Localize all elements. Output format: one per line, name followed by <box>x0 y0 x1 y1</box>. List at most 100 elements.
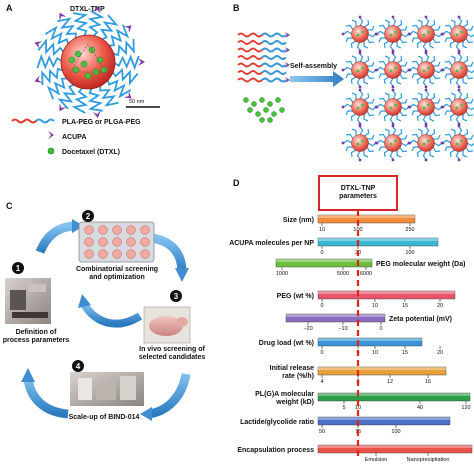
peg-chain <box>392 126 397 136</box>
drug-bead <box>80 60 88 68</box>
panel-a-title: DTXL-TNP <box>70 6 105 13</box>
peg-chain <box>444 146 453 152</box>
peg-chain <box>71 85 89 114</box>
parameter-range-bar <box>317 444 473 454</box>
parameter-bar-highlight <box>276 259 372 262</box>
acupa-ligand <box>358 122 362 126</box>
drug-bead <box>389 33 393 37</box>
tick-label: 5 <box>342 405 345 411</box>
acupa-ligand <box>341 141 345 145</box>
peg-chain <box>44 25 70 47</box>
tick-label: 0 <box>320 303 323 309</box>
peg-chain <box>444 110 453 116</box>
acupa-ligand <box>374 32 378 36</box>
tick-label: 20 <box>437 350 443 356</box>
drug-bead <box>247 107 253 113</box>
peg-chain <box>445 133 453 140</box>
parameter-bar-highlight <box>318 367 446 370</box>
parameter-row: 020100ACUPA molecules per NP <box>229 237 439 256</box>
peg-chain <box>411 37 420 43</box>
nanoparticle-core <box>351 25 369 43</box>
acupa-ligand <box>34 41 43 49</box>
acupa-ligand <box>341 68 345 72</box>
equipment-syringe <box>28 284 46 292</box>
peg-chain <box>442 30 452 35</box>
peg-chain <box>363 40 369 49</box>
core-outline <box>69 43 107 73</box>
step-2-number: 2 <box>86 212 91 221</box>
peg-chain <box>399 37 407 44</box>
acupa-ligand <box>424 158 428 162</box>
nanoparticle-core <box>384 98 402 116</box>
peg-chain <box>455 114 460 124</box>
tick-label: 6000 <box>360 271 372 277</box>
peg-chain <box>444 37 453 43</box>
peg-chain <box>458 90 463 100</box>
self-assembled-nanoparticle <box>440 124 474 162</box>
step-3-badge <box>170 290 182 302</box>
parameter-range-bar <box>317 237 439 247</box>
peg-chain <box>429 149 435 158</box>
parameter-range-bar <box>317 337 423 347</box>
acupa-ligand <box>285 32 290 38</box>
panel-d-letter: D <box>233 178 240 188</box>
acupa-ligand <box>341 32 345 36</box>
peg-chain <box>378 37 387 43</box>
tick-label: 20 <box>437 303 443 309</box>
peg-chain <box>367 106 377 111</box>
cycle-arrow-inner <box>80 301 143 328</box>
peg-chain <box>417 92 423 101</box>
self-assembled-nanoparticle <box>341 15 379 53</box>
panel-c-letter: C <box>6 201 13 211</box>
peg-chain <box>366 146 374 153</box>
self-assembled-nanoparticle <box>374 51 412 89</box>
step-1-badge <box>12 262 24 274</box>
drug-bead <box>394 30 397 34</box>
equipment-body <box>10 290 26 310</box>
self-assembly-arrow <box>290 71 344 87</box>
acupa-ligand <box>391 158 395 162</box>
peg-chain <box>465 98 474 104</box>
tick-label: 10 <box>372 350 378 356</box>
peg-chain <box>432 110 440 117</box>
peg-chain <box>450 92 456 101</box>
peg-chain <box>409 139 419 144</box>
nanoparticle-grid <box>341 15 474 162</box>
peg-chain <box>416 149 423 157</box>
plate-well <box>98 225 108 235</box>
acupa-ligand <box>358 15 362 19</box>
acupa-ligand <box>424 88 428 92</box>
peg-chain <box>366 98 375 104</box>
peg-chain <box>356 114 361 124</box>
peg-chain <box>417 128 423 137</box>
peg-chain <box>363 113 369 122</box>
peg-chain <box>462 149 468 158</box>
peg-chain <box>392 90 397 100</box>
acupa-ligand <box>424 124 428 128</box>
peg-chain <box>458 53 463 63</box>
peg-chain <box>399 134 408 140</box>
peg-chain <box>455 77 460 87</box>
acupa-ligand-icon <box>48 131 54 139</box>
tick-label: 16 <box>425 379 431 385</box>
acupa-ligand <box>424 85 428 89</box>
drug-bead <box>267 101 273 107</box>
peg-chain <box>465 73 473 80</box>
peg-chain <box>465 61 474 67</box>
nanoparticle-core <box>450 134 468 152</box>
peg-chain <box>465 37 473 44</box>
tick-label: 40 <box>417 405 423 411</box>
peg-chain <box>449 149 456 157</box>
peg-chain <box>432 25 441 31</box>
peg-chain <box>425 90 430 100</box>
plate-well <box>140 225 150 235</box>
nanoparticle-core <box>417 61 435 79</box>
mouse-body <box>149 316 183 336</box>
cycle-arrow-1 <box>35 221 77 254</box>
drug-bead <box>275 97 281 103</box>
peg-chain <box>389 41 394 51</box>
acupa-ligand <box>285 77 290 83</box>
